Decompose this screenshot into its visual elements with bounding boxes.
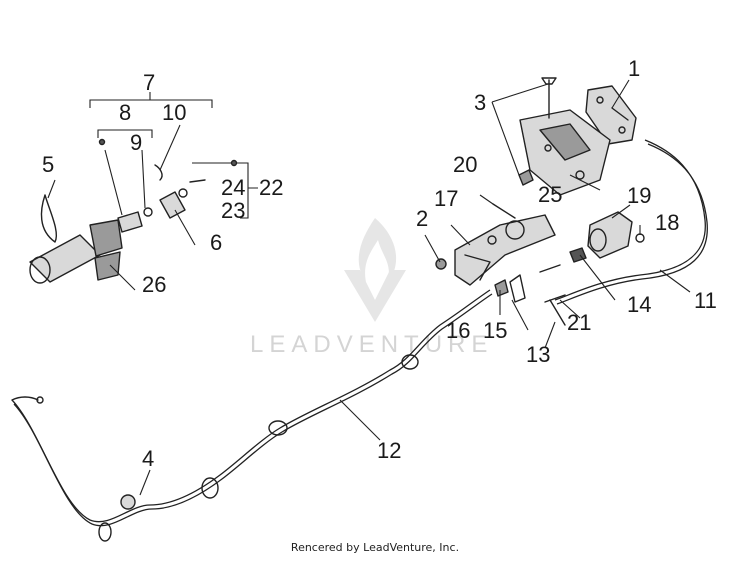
screw-3b [518, 169, 534, 186]
callout-7: 7 [143, 70, 155, 95]
cable-11 [554, 139, 706, 301]
cable-clip [268, 420, 288, 436]
callout-13: 13 [526, 342, 550, 367]
cable-12 [11, 289, 491, 523]
cable-12-inner [13, 293, 493, 527]
callout-18: 18 [655, 210, 679, 235]
callout-12: 12 [377, 438, 401, 463]
callout-2: 2 [416, 206, 428, 231]
fitting-14 [569, 247, 587, 263]
callout-11: 11 [694, 288, 717, 313]
cable-clip [201, 477, 219, 499]
cable-clip [98, 522, 112, 542]
footer-credit: Rencered by LeadVenture, Inc. [290, 541, 460, 554]
pin-13 [549, 299, 566, 326]
mechanism-17 [454, 214, 556, 286]
callout-3: 3 [474, 90, 486, 115]
callout-20: 20 [453, 152, 477, 177]
watermark-logo-icon [344, 218, 406, 322]
washer-9 [143, 207, 153, 217]
callout-25: 25 [538, 182, 562, 207]
callout-6: 6 [210, 230, 222, 255]
cable-11-inner [556, 143, 708, 305]
actuator-19 [587, 211, 633, 259]
clip-10 [154, 164, 163, 181]
watermark-text: LEADVENTURE [250, 331, 493, 358]
leader-lines [47, 79, 691, 496]
pin-21 [539, 264, 566, 303]
callout-17: 17 [434, 186, 458, 211]
spring-23 [178, 188, 188, 198]
bullet-8 [98, 138, 106, 146]
callout-8: 8 [119, 100, 131, 125]
bolt-20 [492, 203, 516, 219]
callout-16: 16 [446, 318, 470, 343]
cable-end-ring [36, 396, 44, 404]
callout-4: 4 [142, 446, 154, 471]
clamp-4 [120, 494, 136, 510]
callout-9: 9 [130, 130, 142, 155]
callout-24: 24 [221, 175, 245, 200]
cylinder-8 [117, 211, 143, 233]
callout-19: 19 [627, 183, 651, 208]
callout-23: 23 [221, 198, 245, 223]
bracket-25 [519, 109, 611, 196]
callout-21: 21 [567, 310, 591, 335]
connector-16 [494, 279, 509, 297]
group-bracket-7 [89, 92, 213, 108]
cable-end-terminal [11, 396, 39, 401]
latch-plate-1 [585, 85, 637, 145]
callout-1: 1 [628, 56, 640, 81]
connector-15 [509, 274, 526, 303]
callout-10: 10 [162, 100, 186, 125]
group-bracket-8 [97, 129, 153, 138]
callout-26: 26 [142, 272, 166, 297]
cable-clip [401, 354, 419, 370]
pin-24 [189, 179, 206, 183]
housing-26 [29, 219, 123, 284]
nut-18 [635, 233, 645, 243]
callout-15: 15 [483, 318, 507, 343]
cam-6 [159, 191, 186, 219]
callout-5: 5 [42, 152, 54, 177]
callout-22: 22 [259, 175, 283, 200]
nut-2 [435, 258, 447, 270]
spring-clip-5 [40, 194, 57, 243]
screw-3 [541, 77, 557, 119]
bullet-22 [230, 159, 238, 167]
callout-14: 14 [627, 292, 651, 317]
group-bracket-22 [192, 162, 258, 219]
